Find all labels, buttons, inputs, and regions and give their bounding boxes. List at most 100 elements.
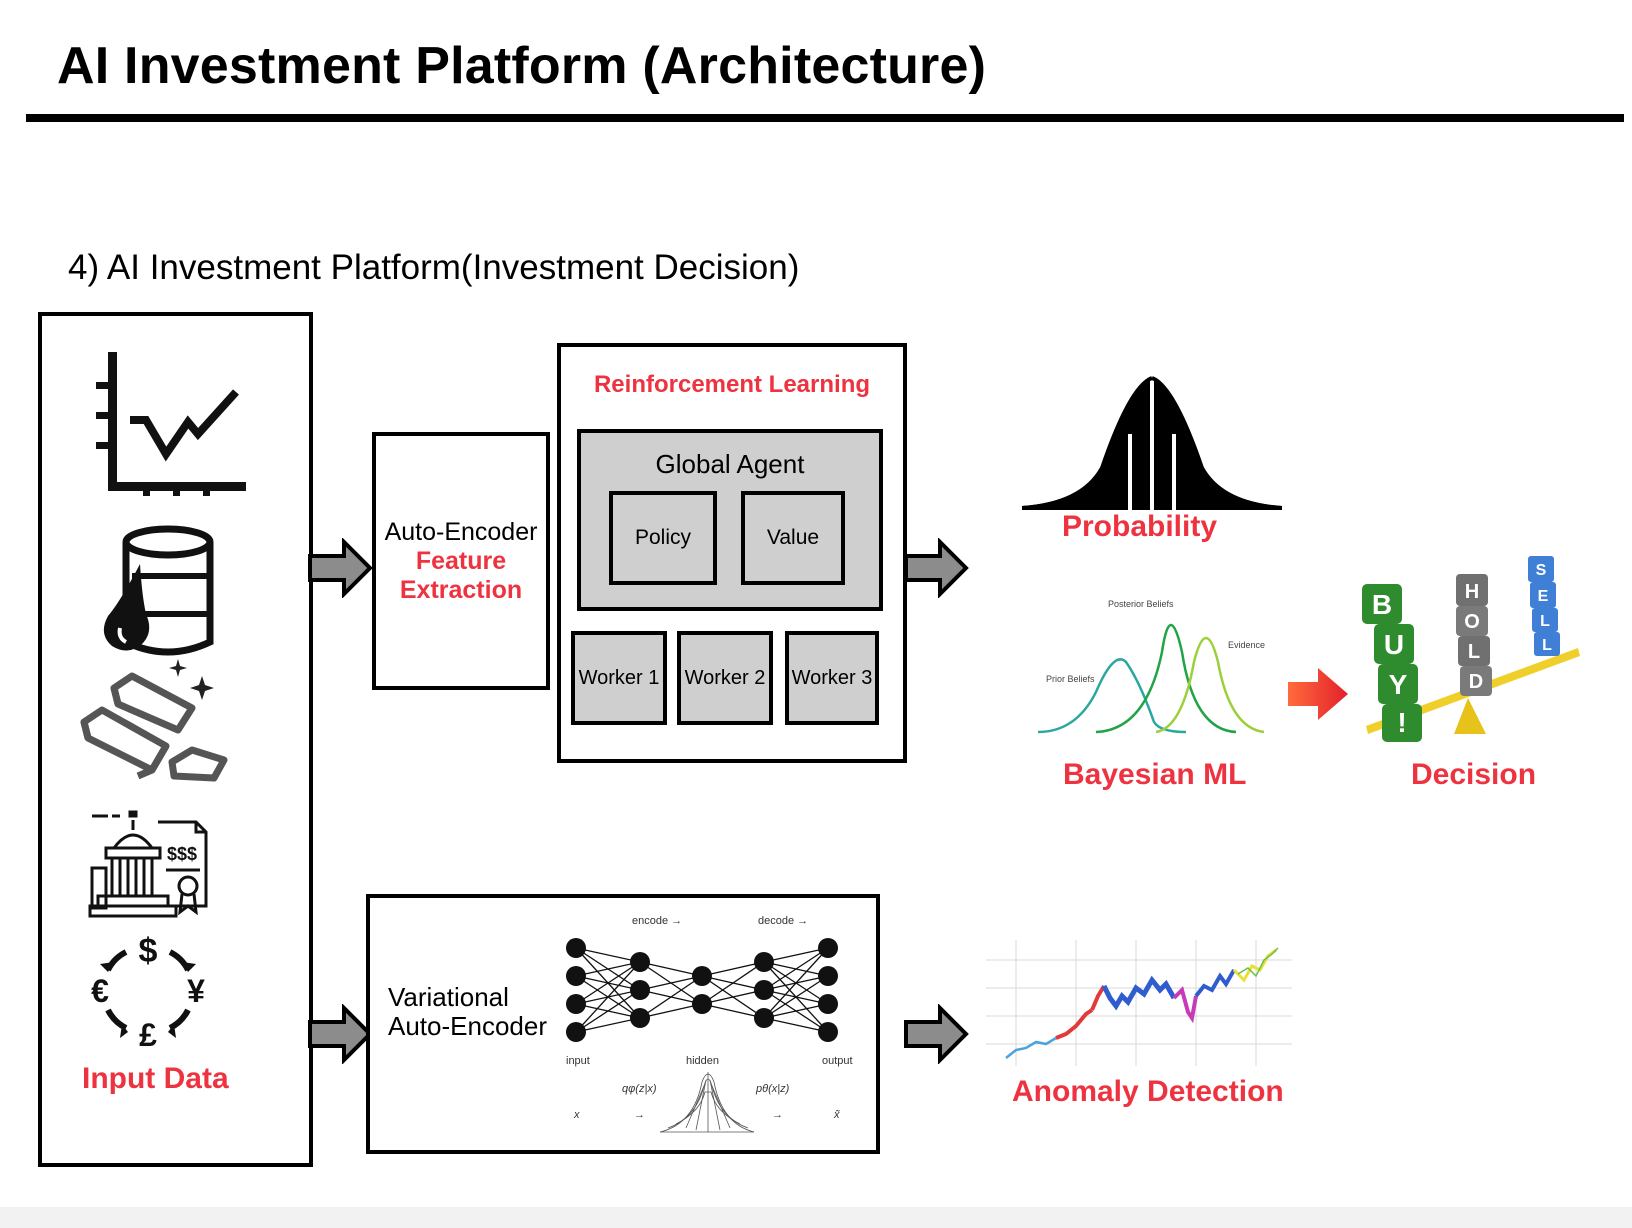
decode-label: decode → xyxy=(758,915,808,927)
pound-symbol: £ xyxy=(139,1017,157,1052)
page-title: AI Investment Platform (Architecture) xyxy=(57,37,987,95)
vae-edge xyxy=(701,1003,765,1019)
vae-edge xyxy=(575,961,641,977)
buy-letter-y: Y xyxy=(1389,669,1408,700)
buy-letter-excl: ! xyxy=(1397,707,1406,738)
vae-node xyxy=(818,966,838,986)
output-layer-label: output xyxy=(822,1055,853,1067)
autoencoder-box: Auto-Encoder Feature Extraction xyxy=(372,432,550,690)
posterior-beliefs-label: Posterior Beliefs xyxy=(1108,599,1174,609)
arrow-input-to-ae-icon xyxy=(308,538,373,598)
vae-edge xyxy=(701,961,765,977)
vae-node xyxy=(630,980,650,1000)
vae-node xyxy=(818,1022,838,1042)
vae-label-line2: Auto-Encoder xyxy=(388,1011,547,1041)
worker-2-box: Worker 2 xyxy=(677,631,773,725)
footer-band xyxy=(0,1207,1632,1228)
input-data-panel: $$$ $ € ¥ £ Input Data xyxy=(38,312,313,1167)
hold-letter-l: L xyxy=(1468,641,1480,663)
title-divider xyxy=(26,114,1624,122)
gold-bars-icon xyxy=(80,659,228,782)
vae-node xyxy=(754,1008,774,1028)
encode-label: encode → xyxy=(632,915,682,927)
buy-letter-u: U xyxy=(1384,629,1404,660)
vae-node xyxy=(754,980,774,1000)
arrow-rl-to-output-icon xyxy=(904,538,969,598)
probability-bell-curve-icon xyxy=(1021,376,1283,510)
vae-edge xyxy=(575,961,641,1033)
extraction-label: Extraction xyxy=(399,575,523,604)
stock-chart-icon xyxy=(96,352,246,496)
policy-box: Policy xyxy=(609,491,717,585)
currency-exchange-icon: $ € ¥ £ xyxy=(91,932,205,1052)
input-data-label: Input Data xyxy=(82,1062,229,1095)
probability-label: Probability xyxy=(1062,510,1218,543)
vae-label-line1: Variational xyxy=(388,982,509,1012)
oil-barrel-icon xyxy=(103,525,214,656)
evidence-label: Evidence xyxy=(1228,640,1265,650)
arrow-input-to-vae-icon xyxy=(308,1004,373,1064)
vae-node xyxy=(566,1022,586,1042)
vae-node xyxy=(818,994,838,1014)
section-subtitle: 4) AI Investment Platform(Investment Dec… xyxy=(68,248,800,287)
rl-title: Reinforcement Learning xyxy=(593,371,871,398)
hold-letter-d: D xyxy=(1469,671,1483,693)
global-agent-box: Global Agent Policy Value xyxy=(577,429,883,611)
vae-edge xyxy=(575,947,641,963)
encoder-q-label: qφ(z|x) xyxy=(622,1083,657,1095)
anomaly-detection-label: Anomaly Detection xyxy=(1012,1075,1284,1108)
bond-text: $$$ xyxy=(167,844,197,864)
vae-edge xyxy=(575,961,641,1005)
x-label: x xyxy=(573,1109,580,1121)
vae-edge xyxy=(763,1017,829,1033)
vae-node xyxy=(566,994,586,1014)
autoencoder-label: Auto-Encoder xyxy=(384,517,538,546)
arrow-p: → xyxy=(772,1109,783,1121)
reinforcement-learning-box: Reinforcement Learning Global Agent Poli… xyxy=(557,343,907,763)
decoder-p-label: pθ(x|z) xyxy=(755,1083,790,1095)
vae-node xyxy=(630,1008,650,1028)
value-box: Value xyxy=(741,491,845,585)
vae-edge xyxy=(763,947,829,963)
yen-symbol: ¥ xyxy=(187,973,205,1009)
buy-hold-sell-icon: B U Y ! H O L D S E L L xyxy=(1362,556,1580,742)
vae-edge xyxy=(763,975,829,1019)
vae-node xyxy=(692,994,712,1014)
vae-edge xyxy=(639,975,703,1019)
buy-letter-b: B xyxy=(1372,589,1392,620)
vae-node xyxy=(566,966,586,986)
sell-letter-l1: L xyxy=(1540,613,1550,630)
feature-label: Feature xyxy=(415,546,507,575)
dollar-symbol: $ xyxy=(139,932,158,970)
hidden-layer-label: hidden xyxy=(686,1055,719,1067)
vae-node xyxy=(630,952,650,972)
hold-letter-o: O xyxy=(1464,611,1480,633)
vae-node xyxy=(566,938,586,958)
vae-edge xyxy=(763,947,829,991)
sell-letter-s: S xyxy=(1536,562,1547,579)
vae-edge xyxy=(575,1017,641,1033)
vae-node xyxy=(818,938,838,958)
vae-edge xyxy=(639,1003,703,1019)
xhat-label: x̃ xyxy=(833,1109,840,1121)
hold-letter-h: H xyxy=(1465,581,1479,603)
global-agent-label: Global Agent xyxy=(655,449,805,479)
input-layer-label: input xyxy=(566,1055,590,1067)
vae-edge xyxy=(763,947,829,1019)
vae-edge xyxy=(701,961,765,1005)
anomaly-detection-chart xyxy=(986,940,1292,1066)
bayesian-ml-label: Bayesian ML xyxy=(1063,758,1247,791)
prior-beliefs-label: Prior Beliefs xyxy=(1046,674,1095,684)
vae-edge xyxy=(639,975,703,991)
worker-3-box: Worker 3 xyxy=(785,631,879,725)
euro-symbol: € xyxy=(91,973,109,1009)
arrow-vae-to-anomaly-icon xyxy=(904,1004,969,1064)
vae-node xyxy=(692,966,712,986)
latent-gaussian-mesh xyxy=(659,1072,755,1133)
vae-node xyxy=(754,952,774,972)
vae-edge xyxy=(639,961,703,977)
government-bond-icon: $$$ xyxy=(88,810,208,918)
decision-label: Decision xyxy=(1411,758,1537,791)
vae-box: Variational Auto-Encoder encode → decode… xyxy=(366,894,880,1154)
vae-edge xyxy=(763,1003,829,1019)
